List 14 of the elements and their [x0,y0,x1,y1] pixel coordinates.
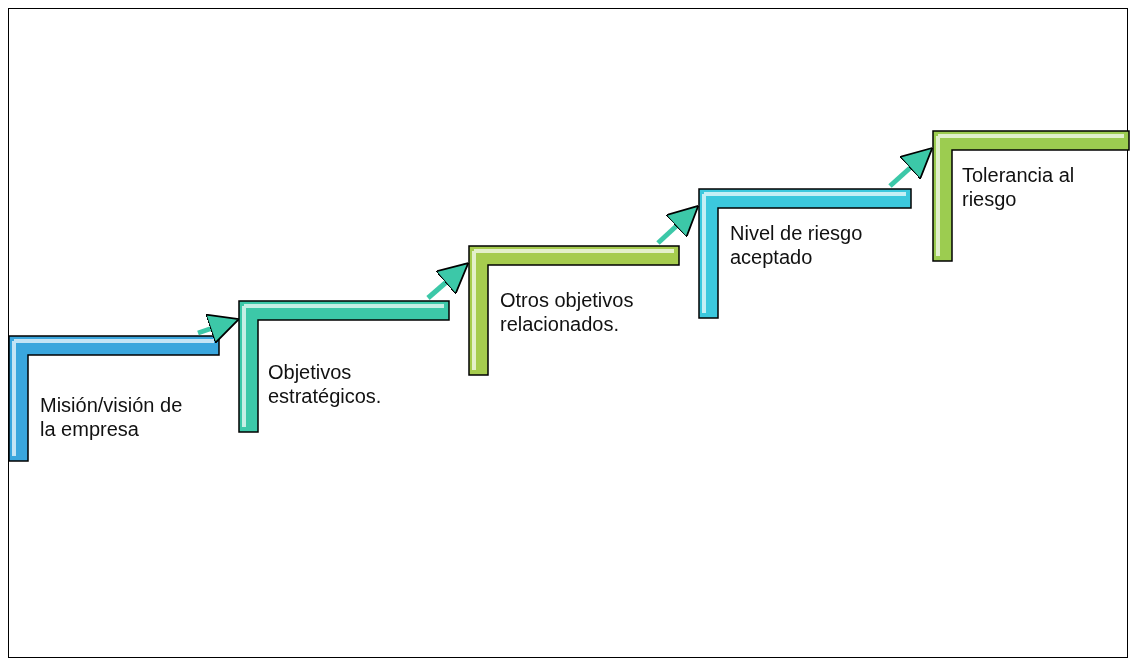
step-label: Tolerancia al riesgo [962,163,1076,211]
arrow [426,262,470,300]
step-shape [8,335,220,462]
step-shape [698,188,912,319]
step-label: Misión/visión de la empresa [40,393,184,441]
arrow [888,147,934,188]
step-label: Objetivos estratégicos. [268,360,383,408]
step-label: Nivel de riesgo aceptado [730,221,864,269]
step-label: Otros objetivos relacionados. [500,288,635,336]
step-shape [468,245,680,376]
step-shape [932,130,1130,262]
arrow [656,205,700,245]
step-shape [238,300,450,433]
arrow [197,313,240,344]
